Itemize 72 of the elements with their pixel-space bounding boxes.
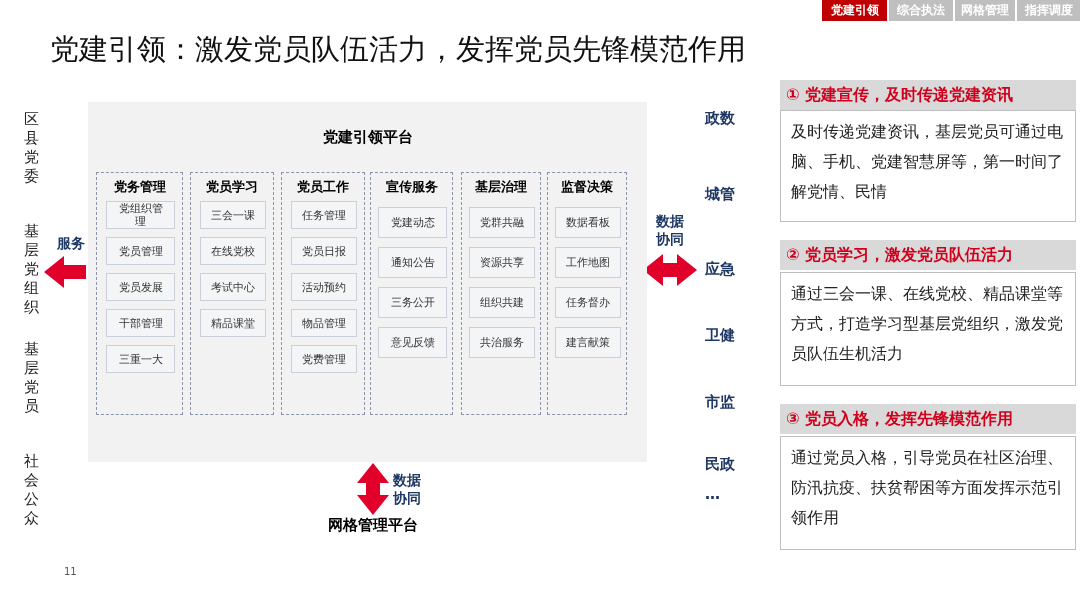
vertical-label: 基层党组织: [22, 222, 40, 322]
function-box: 意见反馈: [378, 327, 447, 358]
column-heading: 宣传服务: [384, 178, 439, 196]
platform-panel: [88, 102, 647, 462]
info-card: [780, 240, 1076, 386]
department-label: 应急: [705, 260, 745, 280]
card-body: 及时传递党建资讯，基层党员可通过电脑、手机、党建智慧屏等，第一时间了解党情、民情: [780, 110, 1076, 222]
function-box: 党员发展: [106, 273, 175, 301]
department-label: 城管: [705, 185, 745, 205]
nav-tab: 综合执法: [889, 0, 953, 21]
function-box: 通知公告: [378, 247, 447, 278]
function-box: 共治服务: [469, 327, 535, 358]
function-box: 任务督办: [555, 287, 621, 318]
module-column: [281, 172, 365, 415]
function-box: 党建动态: [378, 207, 447, 238]
function-box: 三会一课: [200, 201, 266, 229]
module-column: [190, 172, 274, 415]
column-heading: 监督决策: [560, 178, 614, 196]
platform-title: 党建引领平台: [321, 128, 414, 147]
vertical-label: 基层党员: [22, 340, 40, 420]
function-box: 资源共享: [469, 247, 535, 278]
slide-title: 党建引领：激发党员队伍活力，发挥党员先锋模范作用: [50, 31, 746, 68]
card-body: 通过三会一课、在线党校、精品课堂等方式，打造学习型基层党组织，激发党员队伍生机活力: [780, 272, 1076, 386]
function-box: 党组织管理: [106, 201, 175, 229]
function-box: 活动预约: [291, 273, 357, 301]
function-box: 数据看板: [555, 207, 621, 238]
info-card: [780, 80, 1076, 222]
module-column: [547, 172, 627, 415]
department-label: 政数: [705, 109, 745, 129]
module-column: [461, 172, 541, 415]
function-box: 党员管理: [106, 237, 175, 265]
function-box: 工作地图: [555, 247, 621, 278]
nav-tab: 网格管理: [955, 0, 1015, 21]
block-arrow: [44, 256, 86, 288]
function-box: 考试中心: [200, 273, 266, 301]
page-number: 11: [64, 566, 77, 577]
department-label: 市监: [705, 393, 745, 413]
department-label: 卫健: [705, 326, 745, 346]
card-heading: ② 党员学习，激发党员队伍活力: [780, 240, 1076, 270]
module-column: [370, 172, 453, 415]
vertical-label: 社会公众: [22, 452, 40, 532]
block-arrow: [357, 463, 389, 515]
nav-tab: 党建引领: [822, 0, 887, 21]
column-heading: 党员工作: [296, 178, 350, 196]
department-label: 民政: [705, 455, 745, 475]
vertical-label: 区县党委: [22, 110, 40, 190]
info-card: [780, 404, 1076, 550]
edge-label: 数据协同: [655, 212, 685, 248]
card-heading: ① 党建宣传，及时传递党建资讯: [780, 80, 1076, 110]
function-box: 在线党校: [200, 237, 266, 265]
function-box: 精品课堂: [200, 309, 266, 337]
function-box: 建言献策: [555, 327, 621, 358]
function-box: 物品管理: [291, 309, 357, 337]
function-box: 三务公开: [378, 287, 447, 318]
function-box: 党费管理: [291, 345, 357, 373]
department-label: …: [705, 485, 745, 505]
column-heading: 基层治理: [474, 178, 528, 196]
nav-tab: 指挥调度: [1017, 0, 1080, 21]
column-heading: 党员学习: [205, 178, 259, 196]
card-heading: ③ 党员入格，发挥先锋模范作用: [780, 404, 1076, 434]
edge-label: 数据协同: [392, 471, 422, 507]
function-box: 党群共融: [469, 207, 535, 238]
column-heading: 党务管理: [112, 178, 167, 196]
card-body: 通过党员入格，引导党员在社区治理、防汛抗疫、扶贫帮困等方面发挥示范引领作用: [780, 436, 1076, 550]
function-box: 干部管理: [106, 309, 175, 337]
platform-label: 网格管理平台: [318, 516, 428, 538]
function-box: 党员日报: [291, 237, 357, 265]
edge-label: 服务: [56, 234, 86, 252]
module-column: [96, 172, 183, 415]
function-box: 任务管理: [291, 201, 357, 229]
function-box: 组织共建: [469, 287, 535, 318]
function-box: 三重一大: [106, 345, 175, 373]
